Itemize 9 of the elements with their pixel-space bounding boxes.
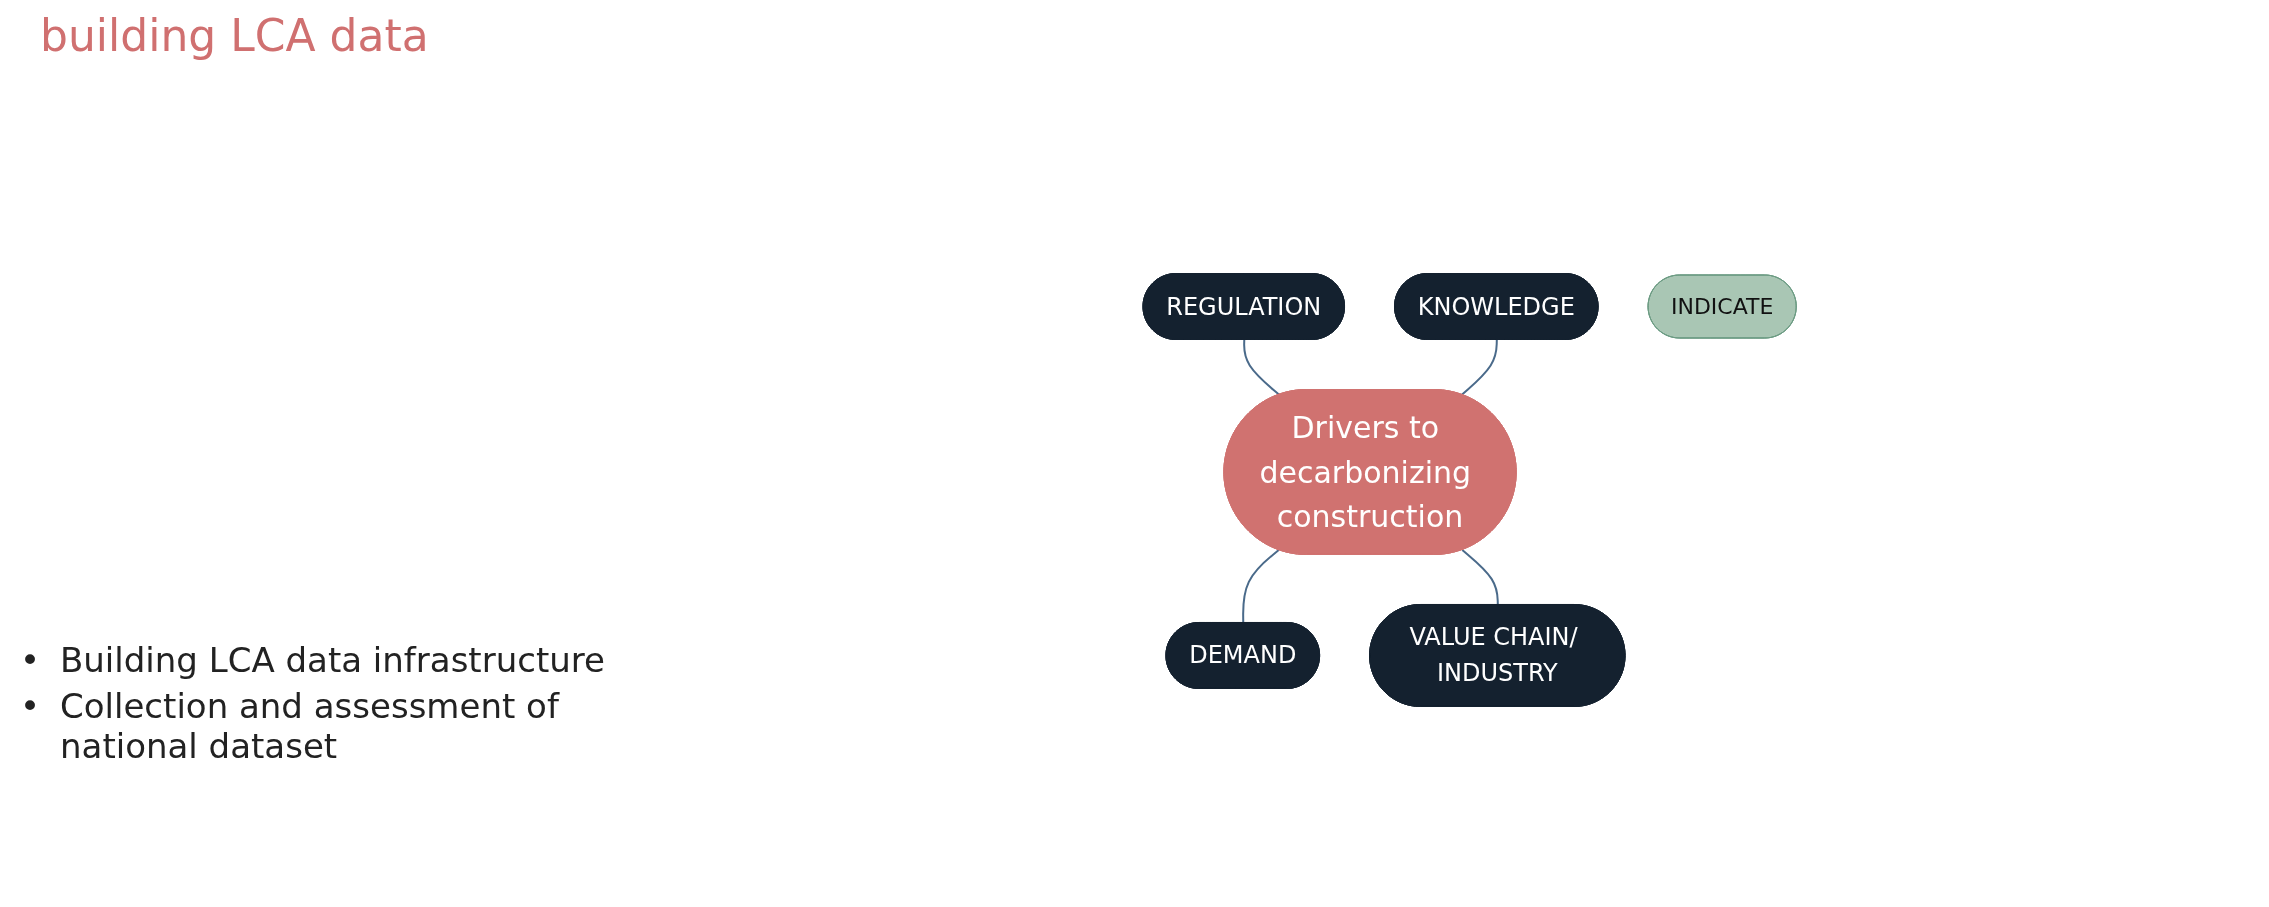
connector (1461, 549, 1500, 606)
connector (1243, 339, 1281, 396)
bullet-point-text: • (20, 640, 42, 680)
title: building LCA data (40, 10, 429, 61)
connector (1242, 549, 1281, 624)
bullet-point-text: • (20, 686, 42, 728)
connector (1461, 339, 1499, 396)
bullet-point-text: Building LCA data infrastructure (60, 640, 606, 680)
bullet-point-text: Collection and assessment of national dataset (60, 686, 561, 766)
